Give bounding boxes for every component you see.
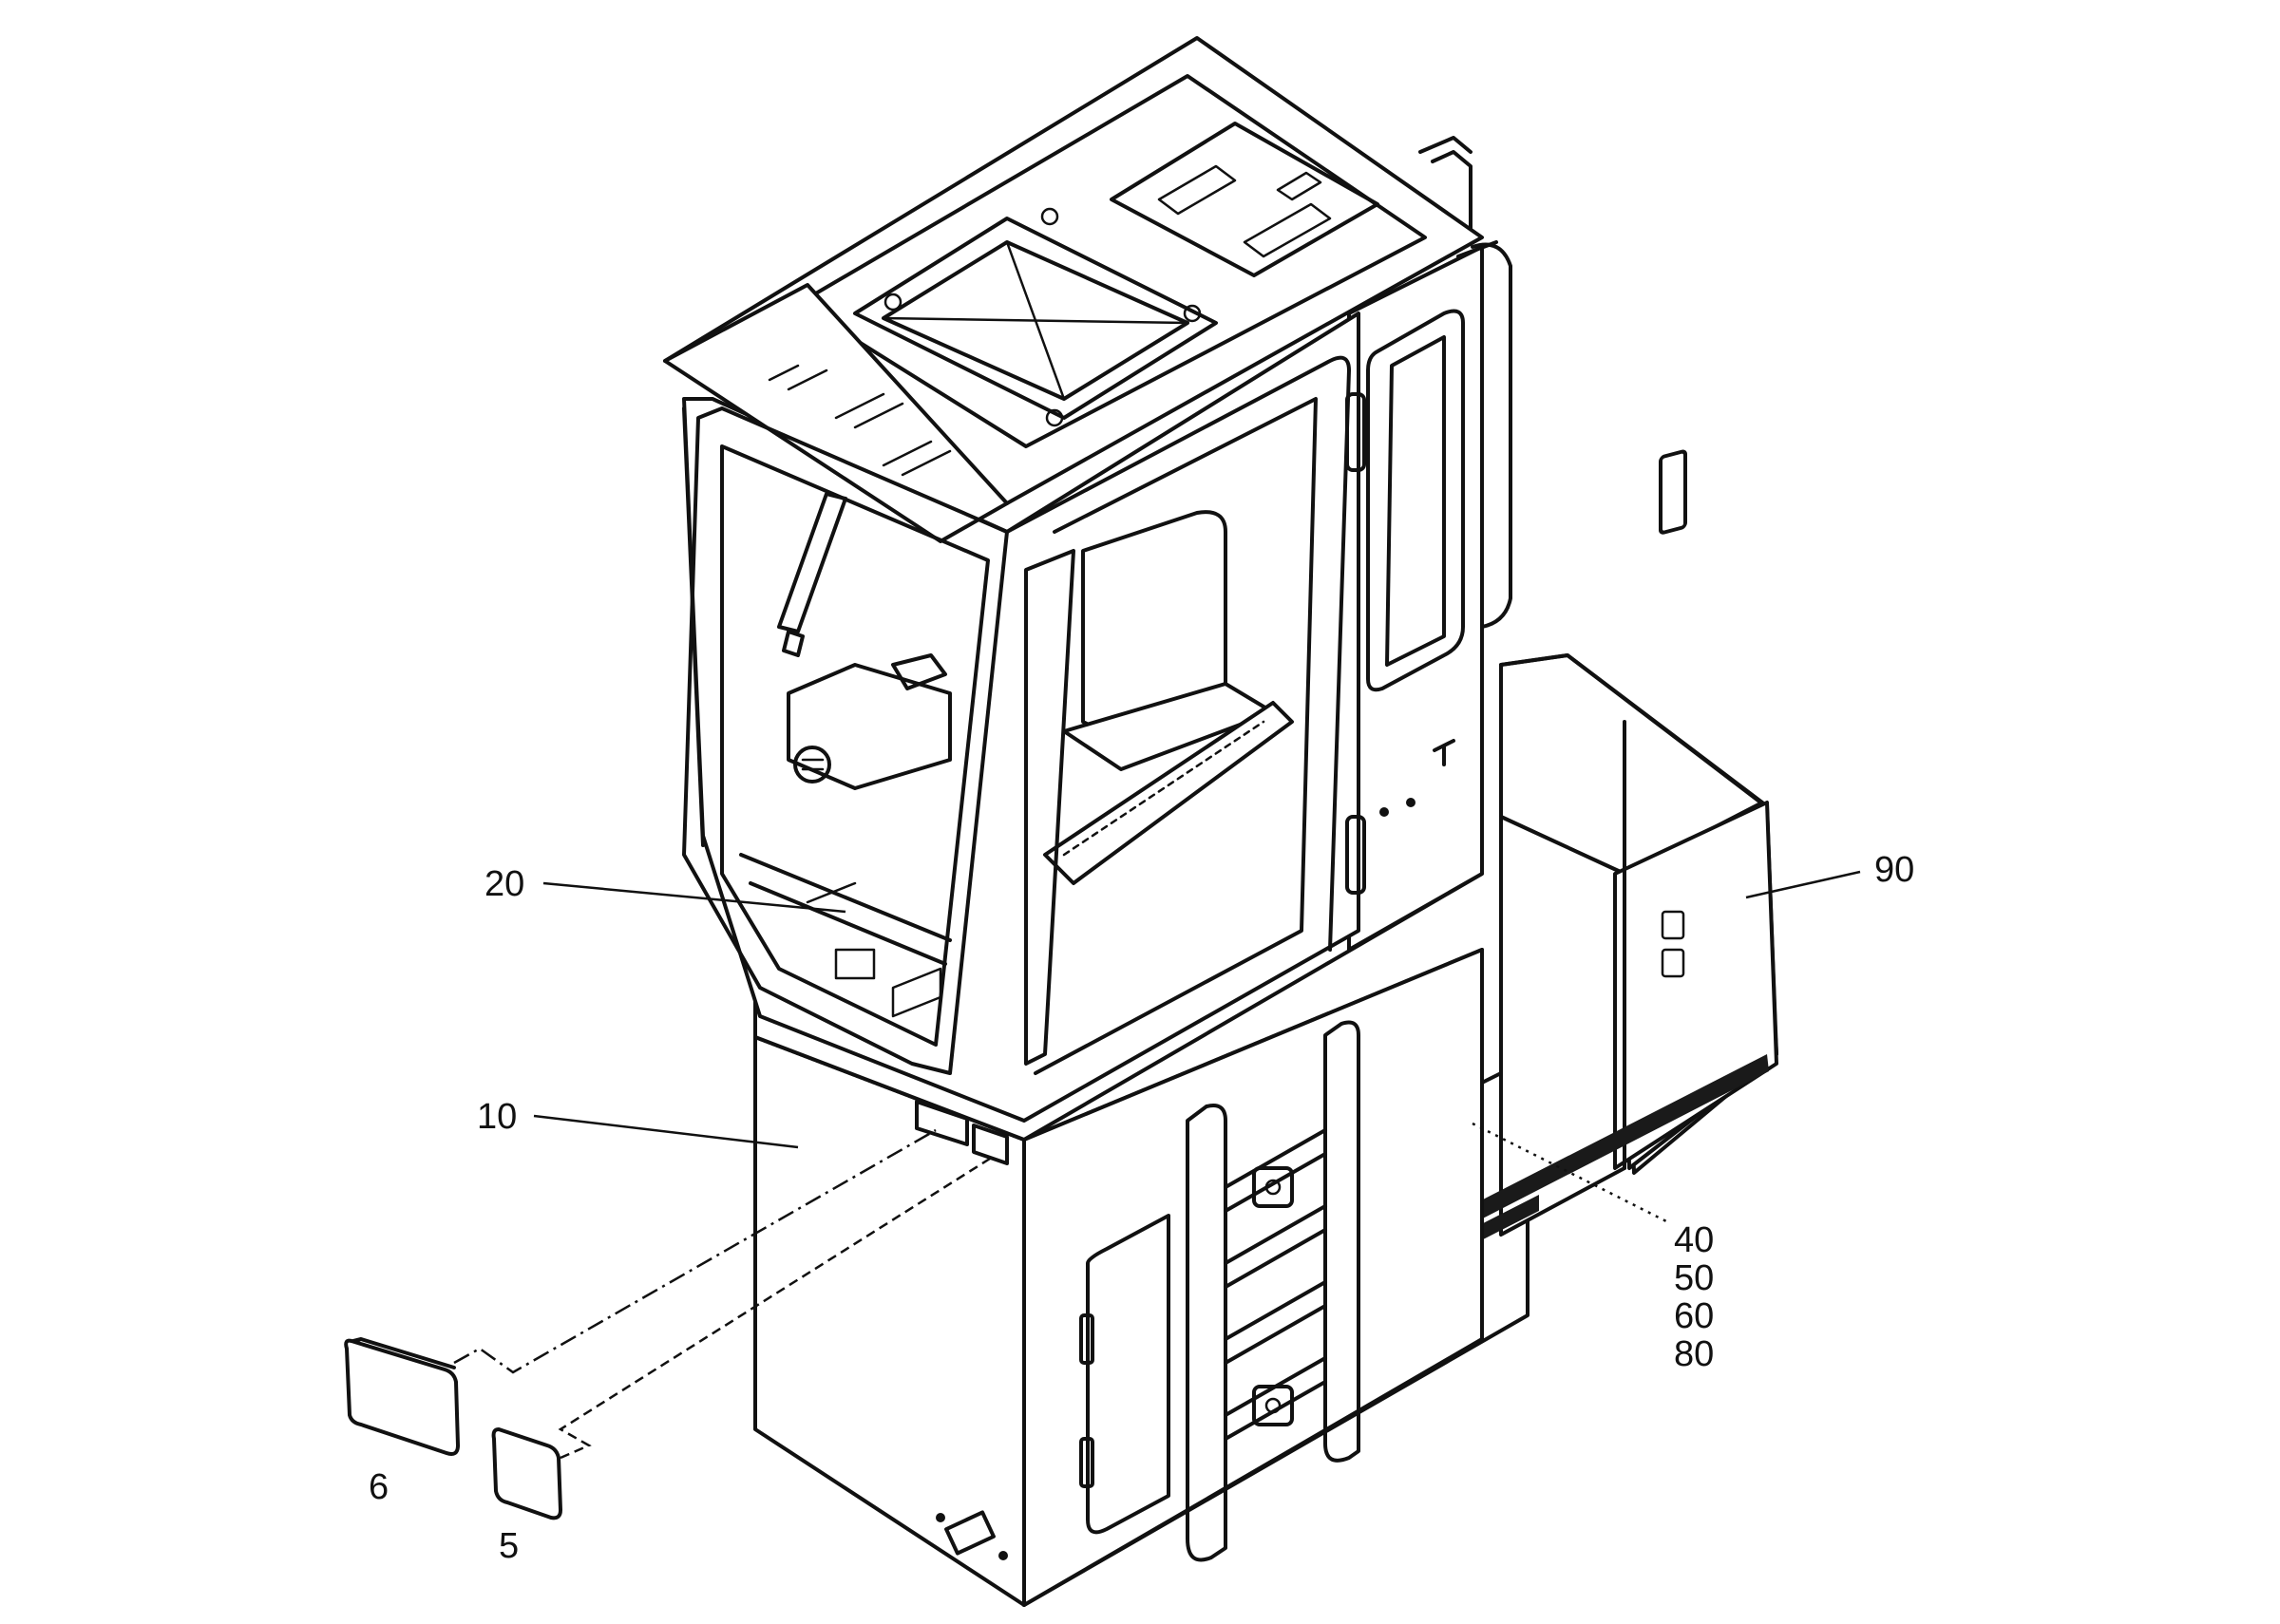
operator-cab <box>663 36 1512 1142</box>
side-compartment <box>1499 449 1778 1237</box>
callout-10: 10 <box>477 1097 517 1137</box>
callout-6: 6 <box>369 1467 389 1507</box>
callout-80: 80 <box>1674 1334 1714 1374</box>
callout-60: 60 <box>1674 1296 1714 1336</box>
decal-positions <box>915 1100 1009 1165</box>
callout-5: 5 <box>499 1526 519 1566</box>
callout-40: 40 <box>1674 1220 1714 1260</box>
callout-labels: 20 10 6 5 90 40 50 60 80 <box>369 850 1914 1566</box>
ladder-panel <box>1022 948 1484 1607</box>
callout-20: 20 <box>484 864 524 904</box>
decal-5 <box>491 1427 562 1520</box>
decal-6 <box>344 1337 460 1456</box>
callout-90: 90 <box>1874 850 1914 890</box>
callout-50: 50 <box>1674 1258 1714 1298</box>
leader-lines <box>453 870 1861 1460</box>
